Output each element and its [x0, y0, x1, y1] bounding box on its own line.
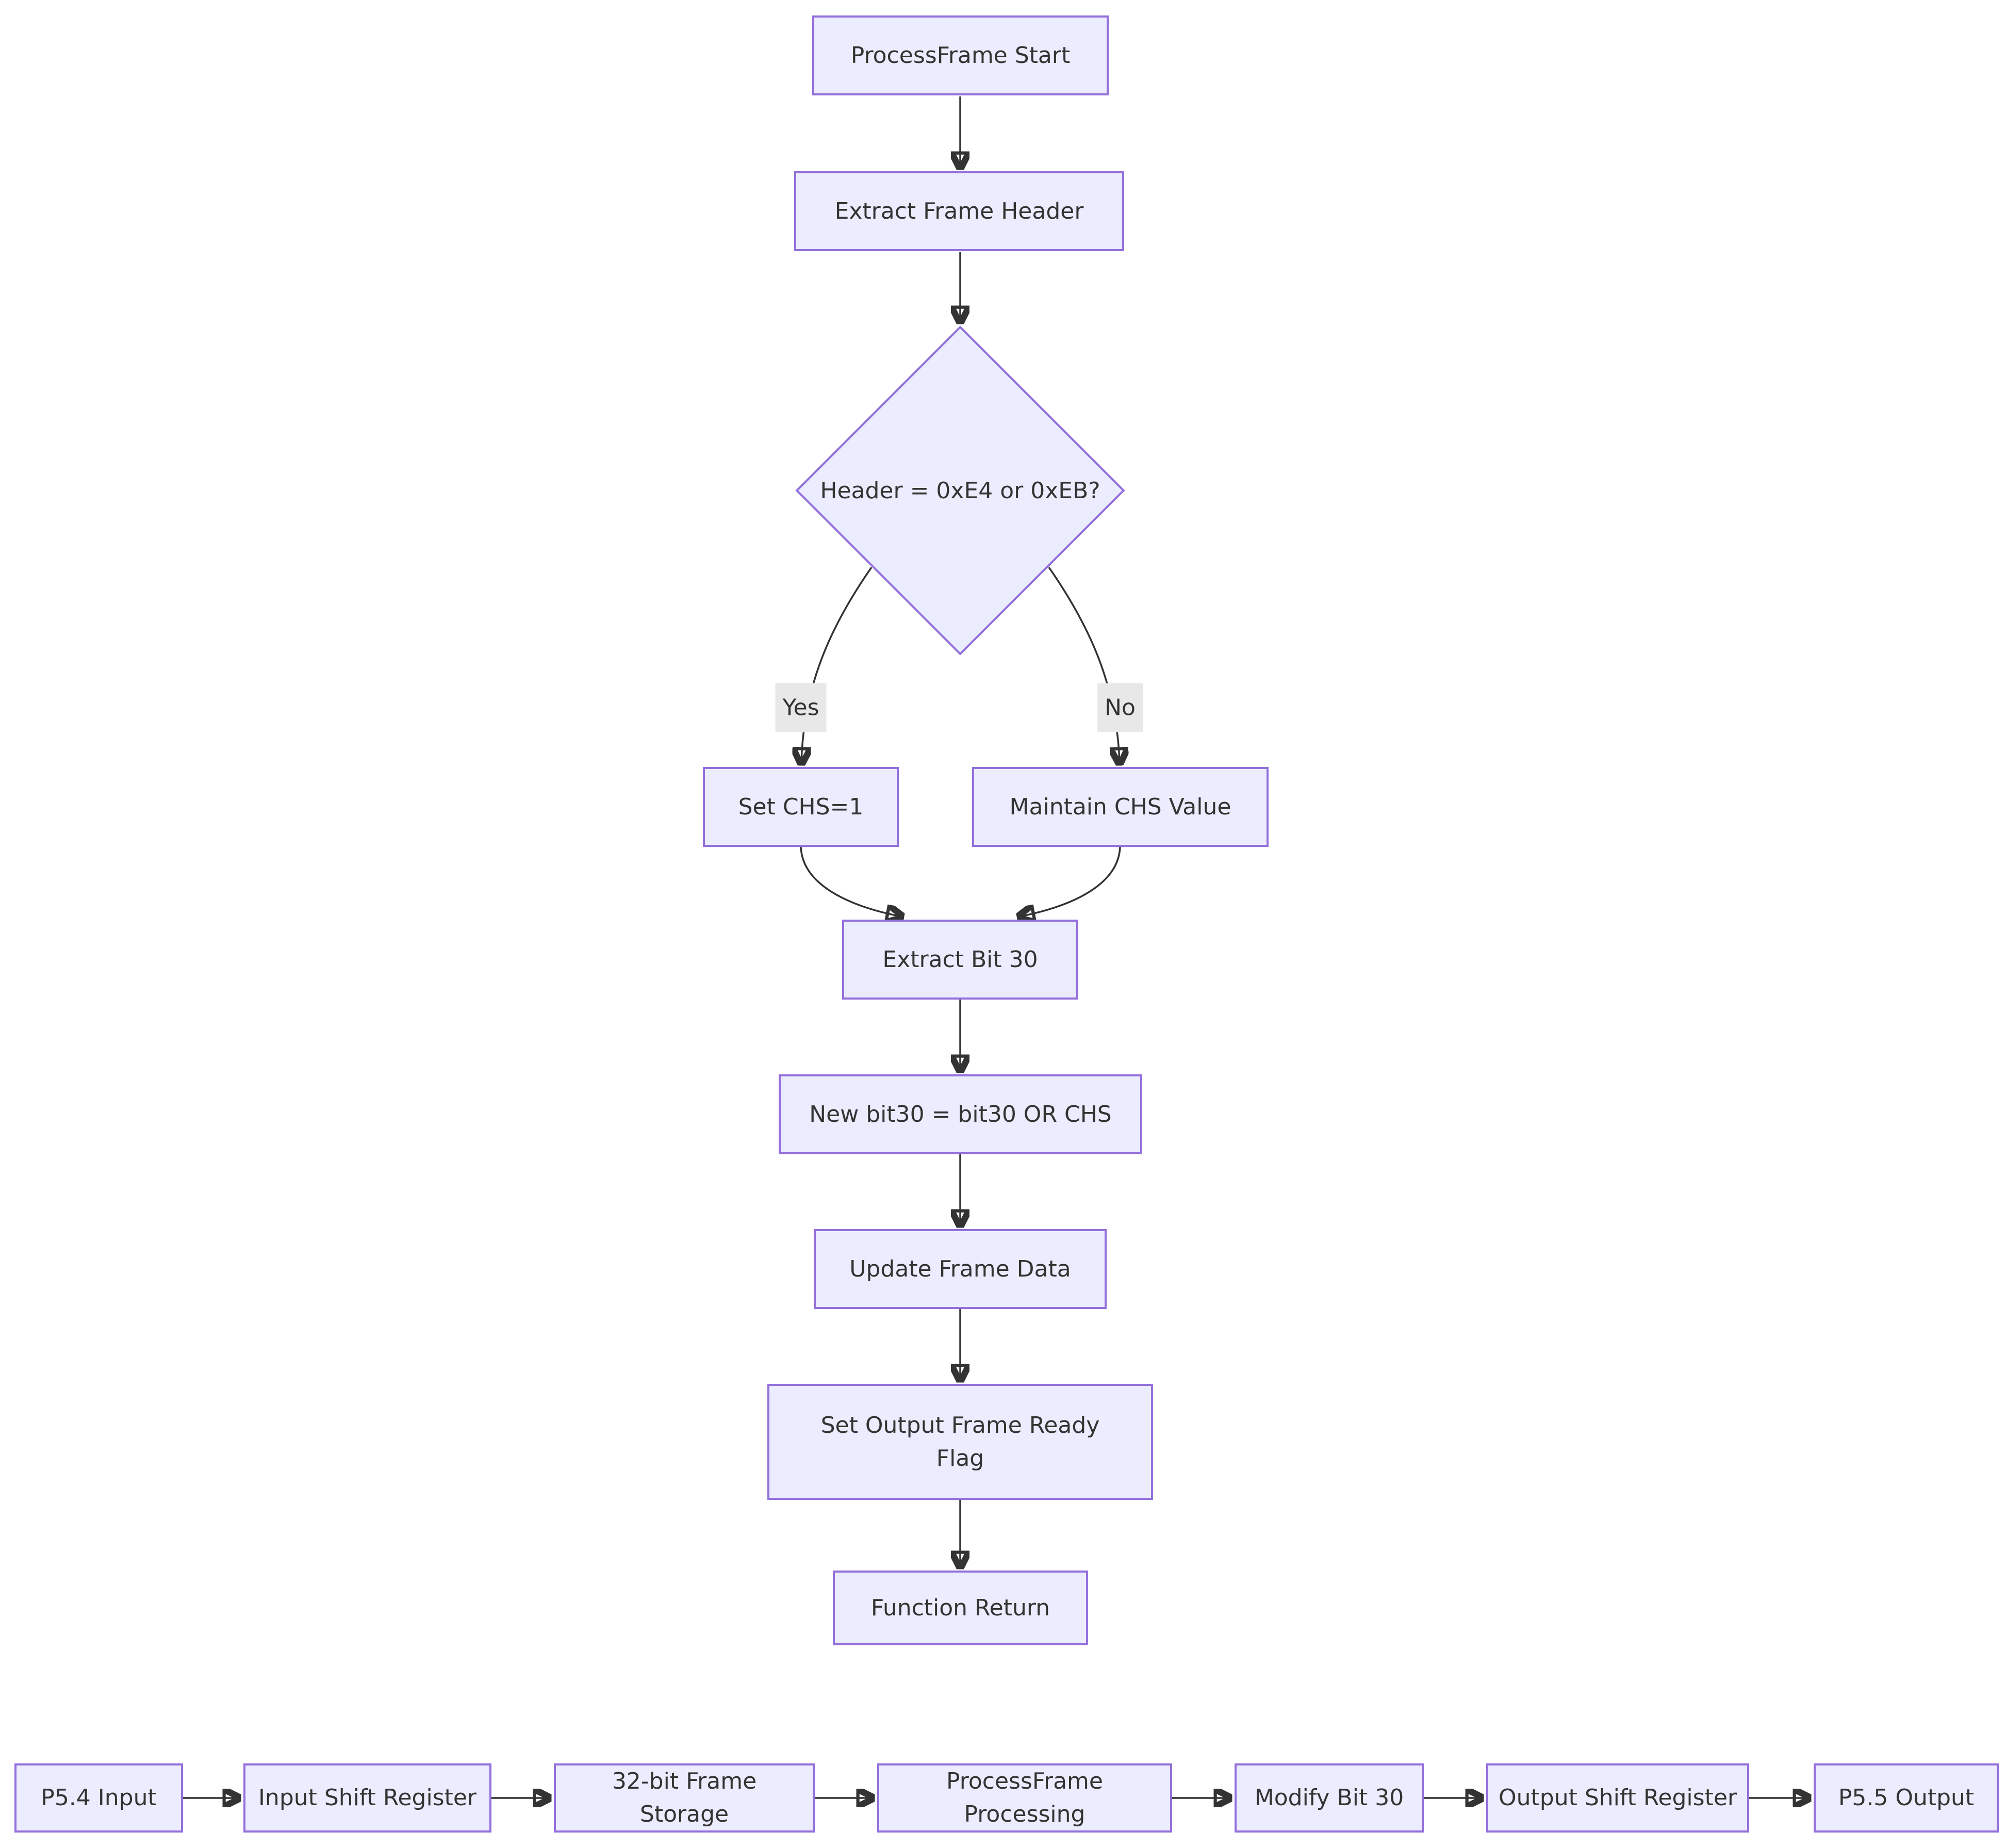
node-processframe-start: ProcessFrame Start: [812, 15, 1109, 95]
node-maintain-chs-value: Maintain CHS Value: [972, 767, 1269, 847]
pipeline-node-processframe-processing: ProcessFrame Processing: [877, 1763, 1172, 1833]
pipeline-node-32bit-frame-storage: 32-bit Frame Storage: [554, 1763, 815, 1833]
edge-label-no: No: [1097, 683, 1143, 732]
pipeline-node-output-shift-register: Output Shift Register: [1486, 1763, 1749, 1833]
decision-label: Header = 0xE4 or 0xEB?: [820, 477, 1100, 504]
pipeline-node-input-shift-register: Input Shift Register: [243, 1763, 491, 1833]
node-extract-frame-header: Extract Frame Header: [794, 171, 1124, 251]
node-set-output-frame-ready-flag: Set Output Frame Ready Flag: [767, 1384, 1153, 1500]
node-new-bit30-or-chs: New bit30 = bit30 OR CHS: [779, 1074, 1142, 1154]
edge-maintain-chs-to-extract-bit30: [1020, 846, 1121, 917]
node-function-return: Function Return: [833, 1571, 1088, 1645]
node-set-chs: Set CHS=1: [703, 767, 899, 847]
pipeline-node-p54-input: P5.4 Input: [14, 1763, 183, 1833]
node-header-check-decision: Header = 0xE4 or 0xEB?: [795, 325, 1125, 656]
edge-label-yes: Yes: [775, 683, 827, 732]
node-update-frame-data: Update Frame Data: [814, 1229, 1107, 1309]
edge-decision-yes-to-set-chs: [801, 567, 873, 763]
node-extract-bit-30: Extract Bit 30: [842, 920, 1078, 1000]
pipeline-node-modify-bit-30: Modify Bit 30: [1235, 1763, 1424, 1833]
edge-set-chs-to-extract-bit30: [800, 846, 901, 917]
pipeline-node-p55-output: P5.5 Output: [1814, 1763, 1999, 1833]
edge-decision-no-to-maintain-chs: [1048, 567, 1120, 763]
